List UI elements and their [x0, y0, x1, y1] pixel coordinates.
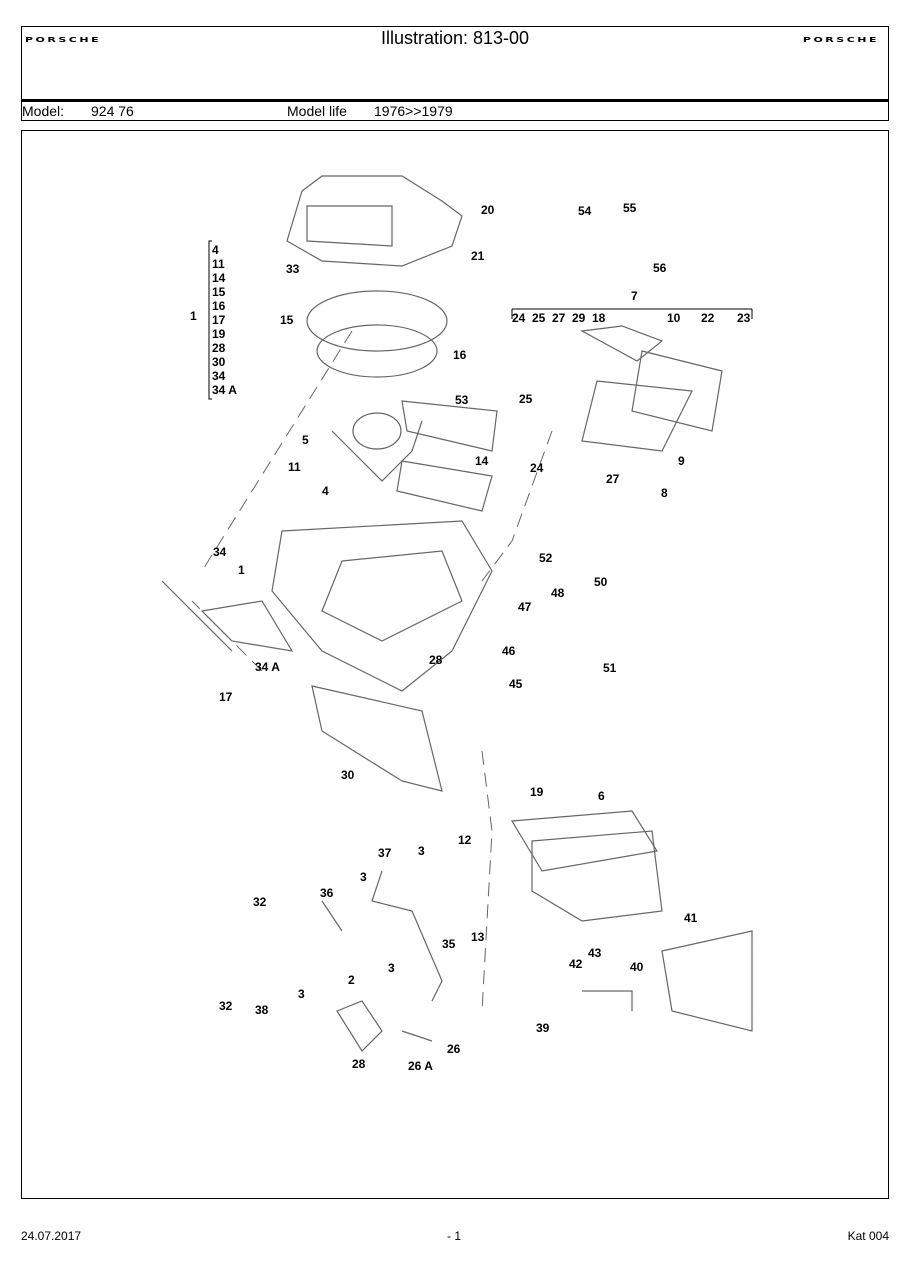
- callout-group-1-item: 4: [212, 243, 219, 257]
- footer-page-number: - 1: [447, 1229, 462, 1243]
- model-life-value: 1976>>1979: [374, 103, 453, 119]
- callout-part: 6: [598, 789, 605, 803]
- callout-part: 40: [630, 960, 644, 974]
- callout-part: 1: [238, 563, 245, 577]
- callout-group-1-item: 19: [212, 327, 226, 341]
- callout-part: 12: [458, 833, 472, 847]
- callout-part: 4: [322, 484, 329, 498]
- callout-group-1-item: 15: [212, 285, 226, 299]
- callout-part: 39: [536, 1021, 550, 1035]
- callout-group-7-item: 22: [701, 311, 715, 325]
- callout-group-1-item: 28: [212, 341, 226, 355]
- callout-part: 42: [569, 957, 583, 971]
- callout-part: 32: [219, 999, 233, 1013]
- callout-part: 38: [255, 1003, 269, 1017]
- callout-part: 3: [418, 844, 425, 858]
- porsche-logo-right: PORSCHE: [802, 36, 879, 44]
- callout-group-1-item: 30: [212, 355, 226, 369]
- callout-part: 33: [286, 262, 300, 276]
- callout-group-7-item: 27: [552, 311, 566, 325]
- callout-group-7-item: 24: [512, 311, 526, 325]
- model-label: Model:: [22, 103, 65, 119]
- callout-part: 55: [623, 201, 637, 215]
- callout-group-1-item: 17: [212, 313, 226, 327]
- callout-group-7-item: 29: [572, 311, 586, 325]
- callout-part: 24: [530, 461, 544, 475]
- callout-part: 34: [213, 545, 227, 559]
- porsche-logo-left: PORSCHE: [25, 36, 102, 44]
- callout-part: 13: [471, 930, 485, 944]
- callout-part: 26 A: [408, 1059, 433, 1073]
- illustration-frame: 1 4 11 14 15 16 17 19 28 30 34 34 A 7 24…: [21, 130, 889, 1199]
- callout-part: 8: [661, 486, 668, 500]
- callout-part: 35: [442, 937, 456, 951]
- header-box: PORSCHE Illustration: 813-00 PORSCHE Mod…: [21, 26, 889, 121]
- callout-part: 2: [348, 973, 355, 987]
- callout-part: 48: [551, 586, 565, 600]
- callout-part: 37: [378, 846, 392, 860]
- callout-group-1-item: 14: [212, 271, 226, 285]
- model-value: 924 76: [91, 103, 134, 119]
- callout-part: 46: [502, 644, 516, 658]
- callout-part: 9: [678, 454, 685, 468]
- callout-part: 56: [653, 261, 667, 275]
- exploded-view-drawing: [161, 175, 753, 1052]
- callout-group-1-ref: 1: [190, 309, 197, 323]
- callout-part: 53: [455, 393, 469, 407]
- callout-part: 30: [341, 768, 355, 782]
- callout-part: 3: [388, 961, 395, 975]
- footer-date: 24.07.2017: [21, 1229, 82, 1243]
- callout-group-7-ref: 7: [631, 289, 638, 303]
- callout-part: 27: [606, 472, 620, 486]
- callout-part: 32: [253, 895, 267, 909]
- callout-part: 17: [219, 690, 233, 704]
- callout-group-7-item: 18: [592, 311, 606, 325]
- illustration-title: Illustration: 813-00: [380, 28, 530, 48]
- header-divider: [22, 99, 888, 102]
- callout-part: 43: [588, 946, 602, 960]
- footer-catalog-id: Kat 004: [847, 1229, 889, 1243]
- callout-part: 19: [530, 785, 544, 799]
- callout-part: 36: [320, 886, 334, 900]
- callout-group-7-item: 23: [737, 311, 751, 325]
- callout-part: 45: [509, 677, 523, 691]
- callout-part: 26: [447, 1042, 461, 1056]
- callout-part: 15: [280, 313, 294, 327]
- callout-part: 3: [360, 870, 367, 884]
- callout-part: 41: [684, 911, 698, 925]
- callout-group-1-item: 34 A: [212, 383, 237, 397]
- callout-group-1-item: 34: [212, 369, 226, 383]
- callout-part: 5: [302, 433, 309, 447]
- callout-part: 16: [453, 348, 467, 362]
- model-life-label: Model life: [287, 103, 347, 119]
- callout-part: 28: [429, 653, 443, 667]
- model-row: Model: 924 76 Model life 1976>>1979: [22, 102, 888, 121]
- callout-part: 52: [539, 551, 553, 565]
- callout-part: 21: [471, 249, 485, 263]
- callout-group-7-item: 10: [667, 311, 681, 325]
- callout-part: 3: [298, 987, 305, 1001]
- callout-part: 50: [594, 575, 608, 589]
- callout-group-1-item: 11: [212, 257, 225, 271]
- callout-part: 14: [475, 454, 489, 468]
- callout-part: 34 A: [255, 660, 280, 674]
- callout-group-7-item: 25: [532, 311, 546, 325]
- callout-part: 11: [288, 460, 301, 474]
- callout-part: 54: [578, 204, 592, 218]
- callout-part: 20: [481, 203, 495, 217]
- callout-part: 47: [518, 600, 532, 614]
- callout-group-1-item: 16: [212, 299, 226, 313]
- callout-part: 51: [603, 661, 617, 675]
- callout-part: 25: [519, 392, 533, 406]
- callout-part: 28: [352, 1057, 366, 1071]
